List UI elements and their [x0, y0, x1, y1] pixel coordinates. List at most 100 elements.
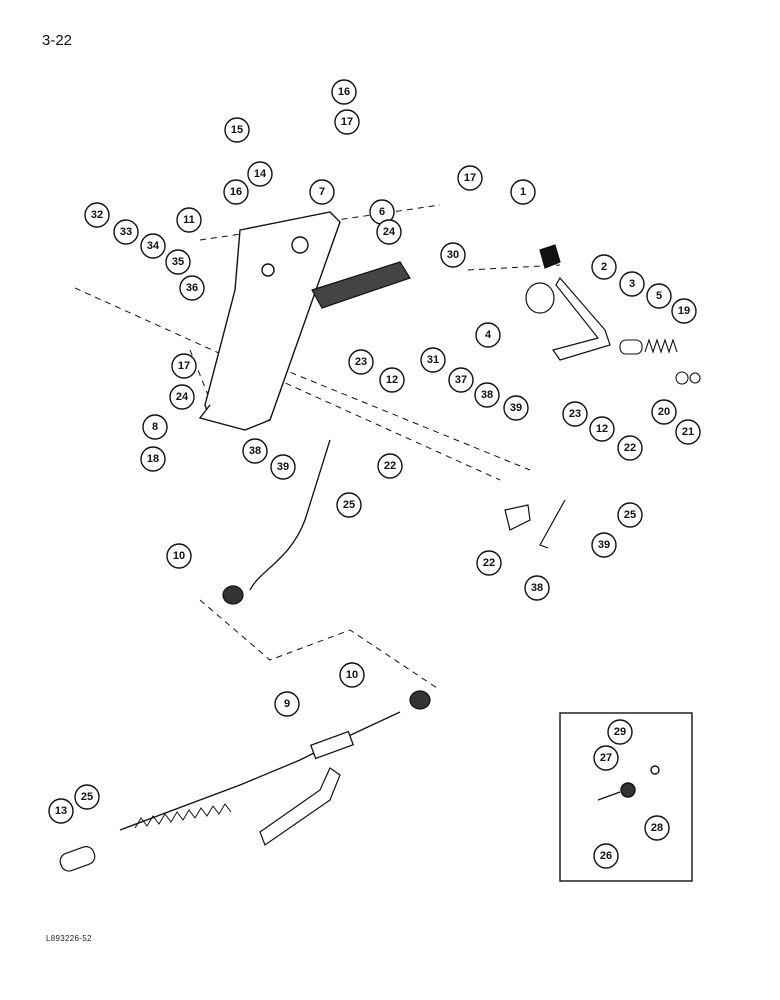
callout-circle	[510, 179, 536, 205]
callout-circle	[142, 414, 168, 440]
callout-label: 5	[656, 290, 662, 302]
control-cable	[119, 439, 401, 831]
callout-label: 7	[319, 186, 325, 198]
callout-circle	[440, 242, 466, 268]
callout-38: 38	[474, 382, 500, 408]
callout-circle	[651, 399, 677, 425]
callout-circle	[270, 454, 296, 480]
callout-circle	[274, 691, 300, 717]
callout-19: 19	[671, 298, 697, 324]
cable-end	[59, 846, 96, 872]
callout-circle	[420, 347, 446, 373]
callout-8: 8	[142, 414, 168, 440]
callout-circle	[84, 202, 110, 228]
callout-label: 9	[284, 698, 290, 710]
callout-circle	[331, 79, 357, 105]
callout-circle	[675, 419, 701, 445]
callout-2: 2	[591, 254, 617, 280]
callout-label: 22	[483, 557, 495, 569]
callout-17: 17	[171, 353, 197, 379]
callout-39: 39	[270, 454, 296, 480]
callout-circle	[309, 179, 335, 205]
callout-label: 19	[678, 305, 690, 317]
callout-label: 32	[91, 209, 103, 221]
callout-36: 36	[179, 275, 205, 301]
callout-label: 39	[598, 539, 610, 551]
callout-circle	[474, 382, 500, 408]
callout-circle	[140, 446, 166, 472]
callout-27: 27	[593, 745, 619, 771]
callout-label: 38	[481, 389, 493, 401]
callout-3: 3	[619, 271, 645, 297]
callout-label: 17	[464, 172, 476, 184]
callout-label: 10	[173, 550, 185, 562]
callout-label: 12	[596, 423, 608, 435]
callout-label: 27	[600, 752, 612, 764]
callout-11: 11	[176, 207, 202, 233]
callout-circle	[242, 438, 268, 464]
callout-7: 7	[309, 179, 335, 205]
callout-label: 20	[658, 406, 670, 418]
callout-22: 22	[377, 453, 403, 479]
control-handle	[525, 244, 611, 361]
callout-18: 18	[140, 446, 166, 472]
callout-circle	[348, 349, 374, 375]
callout-circle	[619, 271, 645, 297]
callout-label: 39	[510, 402, 522, 414]
callout-38: 38	[524, 575, 550, 601]
callout-32: 32	[84, 202, 110, 228]
callout-label: 31	[427, 354, 439, 366]
callout-24: 24	[376, 219, 402, 245]
callout-label: 18	[147, 453, 159, 465]
callout-label: 37	[455, 374, 467, 386]
callout-12: 12	[379, 367, 405, 393]
callout-circle	[339, 662, 365, 688]
callout-label: 13	[55, 805, 67, 817]
callout-34: 34	[140, 233, 166, 259]
callout-circle	[644, 815, 670, 841]
inset-detail	[559, 712, 693, 882]
callout-22: 22	[476, 550, 502, 576]
callout-circle	[589, 416, 615, 442]
callout-label: 11	[183, 214, 195, 226]
callout-circle	[223, 179, 249, 205]
callout-circle	[607, 719, 633, 745]
callout-label: 14	[254, 168, 267, 180]
callout-33: 33	[113, 219, 139, 245]
callout-circle	[176, 207, 202, 233]
callout-label: 16	[338, 86, 350, 98]
callout-20: 20	[651, 399, 677, 425]
callout-label: 24	[176, 391, 189, 403]
callout-label: 22	[624, 442, 636, 454]
callout-circle	[457, 165, 483, 191]
callout-label: 25	[343, 499, 355, 511]
callout-23: 23	[348, 349, 374, 375]
callout-23: 23	[562, 401, 588, 427]
spring-assembly	[619, 338, 701, 385]
callout-28: 28	[644, 815, 670, 841]
callout-label: 10	[346, 669, 358, 681]
callout-label: 30	[447, 249, 459, 261]
callout-label: 8	[152, 421, 158, 433]
callout-label: 36	[186, 282, 198, 294]
callout-14: 14	[247, 161, 273, 187]
callout-9: 9	[274, 691, 300, 717]
callout-13: 13	[48, 798, 74, 824]
callout-circle	[224, 117, 250, 143]
callout-label: 17	[341, 116, 353, 128]
callout-4: 4	[475, 322, 501, 348]
callout-label: 38	[249, 445, 261, 457]
callout-label: 26	[600, 850, 612, 862]
callout-39: 39	[503, 395, 529, 421]
callout-21: 21	[675, 419, 701, 445]
callout-label: 23	[355, 356, 367, 368]
linkage-rod	[504, 499, 566, 549]
callout-label: 6	[379, 206, 385, 218]
callout-circle	[179, 275, 205, 301]
callout-label: 35	[172, 256, 184, 268]
callout-26: 26	[593, 843, 619, 869]
callout-circle	[171, 353, 197, 379]
callout-circle	[377, 453, 403, 479]
callout-12: 12	[589, 416, 615, 442]
